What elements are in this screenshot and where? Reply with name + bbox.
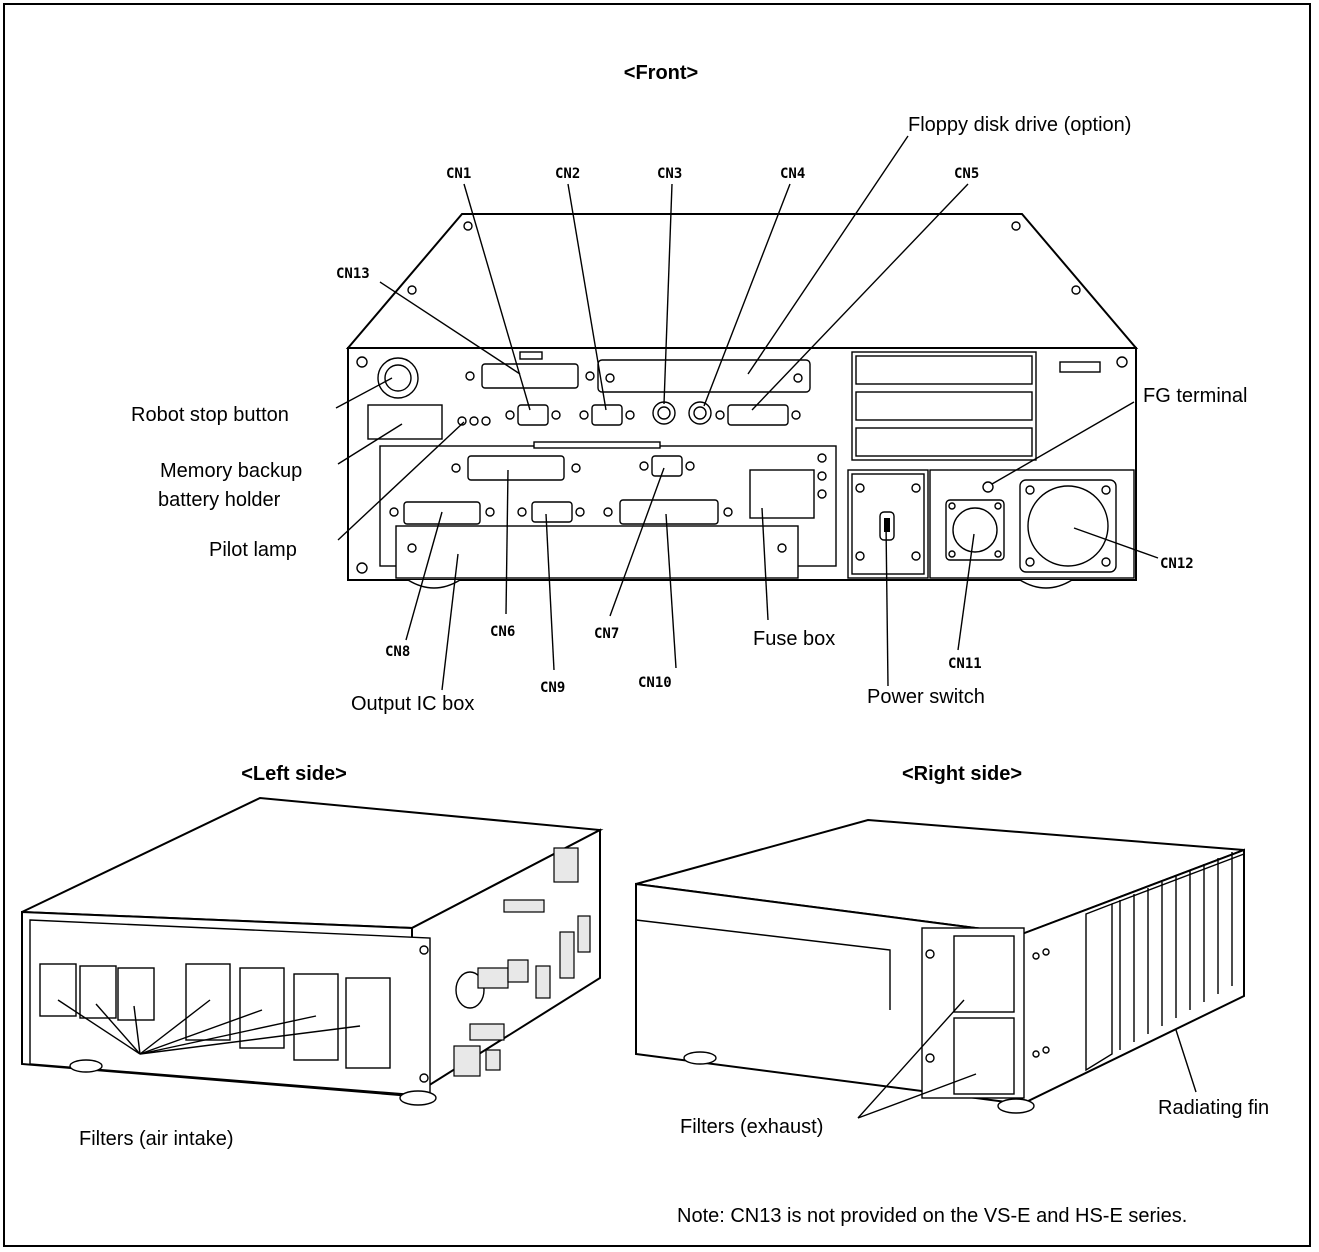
label-cn4: CN4 [780, 166, 805, 182]
footnote: Note: CN13 is not provided on the VS-E a… [677, 1205, 1187, 1227]
label-pilot-lamp: Pilot lamp [209, 539, 297, 561]
label-fg-terminal: FG terminal [1143, 385, 1247, 407]
label-cn9: CN9 [540, 680, 565, 696]
label-output-ic-box: Output IC box [351, 693, 474, 715]
label-cn13: CN13 [336, 266, 370, 282]
label-cn12: CN12 [1160, 556, 1194, 572]
label-power-switch: Power switch [867, 686, 985, 708]
fuse-box-icon [749, 469, 815, 519]
label-cn11: CN11 [948, 656, 982, 672]
label-fuse-box: Fuse box [753, 628, 835, 650]
label-filters-air-intake: Filters (air intake) [79, 1128, 233, 1150]
header-front: <Front> [624, 62, 698, 84]
filter-icon [293, 973, 339, 1061]
figure-frame [3, 3, 1311, 1247]
label-cn2: CN2 [555, 166, 580, 182]
label-battery-holder: battery holder [158, 489, 281, 511]
cn2-connector-icon [591, 404, 623, 426]
headers: <Front> <Left side> <Right side> [241, 62, 1022, 785]
label-cn6: CN6 [490, 624, 515, 640]
label-memory-backup: Memory backup [160, 460, 302, 482]
label-cn10: CN10 [638, 675, 672, 691]
cn7-connector-icon [651, 455, 683, 477]
pilot-lamp-icon [457, 416, 467, 426]
header-right-side: <Right side> [902, 763, 1022, 785]
cn6-connector-icon [467, 455, 565, 481]
front-view [345, 213, 1139, 589]
left-leader-lines [57, 999, 361, 1055]
output-ic-box-icon [395, 525, 799, 579]
label-cn5: CN5 [954, 166, 979, 182]
right-leader-lines [857, 999, 1197, 1119]
label-filters-exhaust: Filters (exhaust) [680, 1116, 823, 1138]
filter-icon [117, 967, 155, 1021]
fg-terminal-icon [982, 481, 994, 493]
left-side-view [21, 796, 604, 1106]
label-cn3: CN3 [657, 166, 682, 182]
battery-holder-icon [367, 404, 443, 440]
front-leader-lines [335, 135, 1159, 691]
filter-exhaust-icon [953, 935, 1015, 1013]
label-floppy-disk-drive: Floppy disk drive (option) [908, 114, 1131, 136]
label-cn1: CN1 [446, 166, 471, 182]
label-cn8: CN8 [385, 644, 410, 660]
filter-icon [345, 977, 391, 1069]
front-labels: Floppy disk drive (option) Robot stop bu… [131, 114, 1247, 715]
side-labels: Filters (air intake) Filters (exhaust) R… [79, 1097, 1269, 1150]
cn13-connector-icon [481, 363, 579, 389]
label-radiating-fin: Radiating fin [1158, 1097, 1269, 1119]
floppy-drive-icon [597, 359, 811, 393]
cn5-connector-icon [727, 404, 789, 426]
radiating-fin-icon [1085, 902, 1113, 1072]
label-robot-stop-button: Robot stop button [131, 404, 289, 426]
connector-labels: CN1 CN2 CN3 CN4 CN5 CN13 CN12 CN6 CN7 CN… [336, 166, 1194, 696]
right-side-view [635, 818, 1245, 1114]
label-cn7: CN7 [594, 626, 619, 642]
cn9-connector-icon [531, 501, 573, 523]
cn1-connector-icon [517, 404, 549, 426]
filter-icon [239, 967, 285, 1049]
cn10-connector-icon [619, 499, 719, 525]
filter-exhaust-icon [953, 1017, 1015, 1095]
filter-icon [79, 965, 117, 1019]
header-left-side: <Left side> [241, 763, 347, 785]
